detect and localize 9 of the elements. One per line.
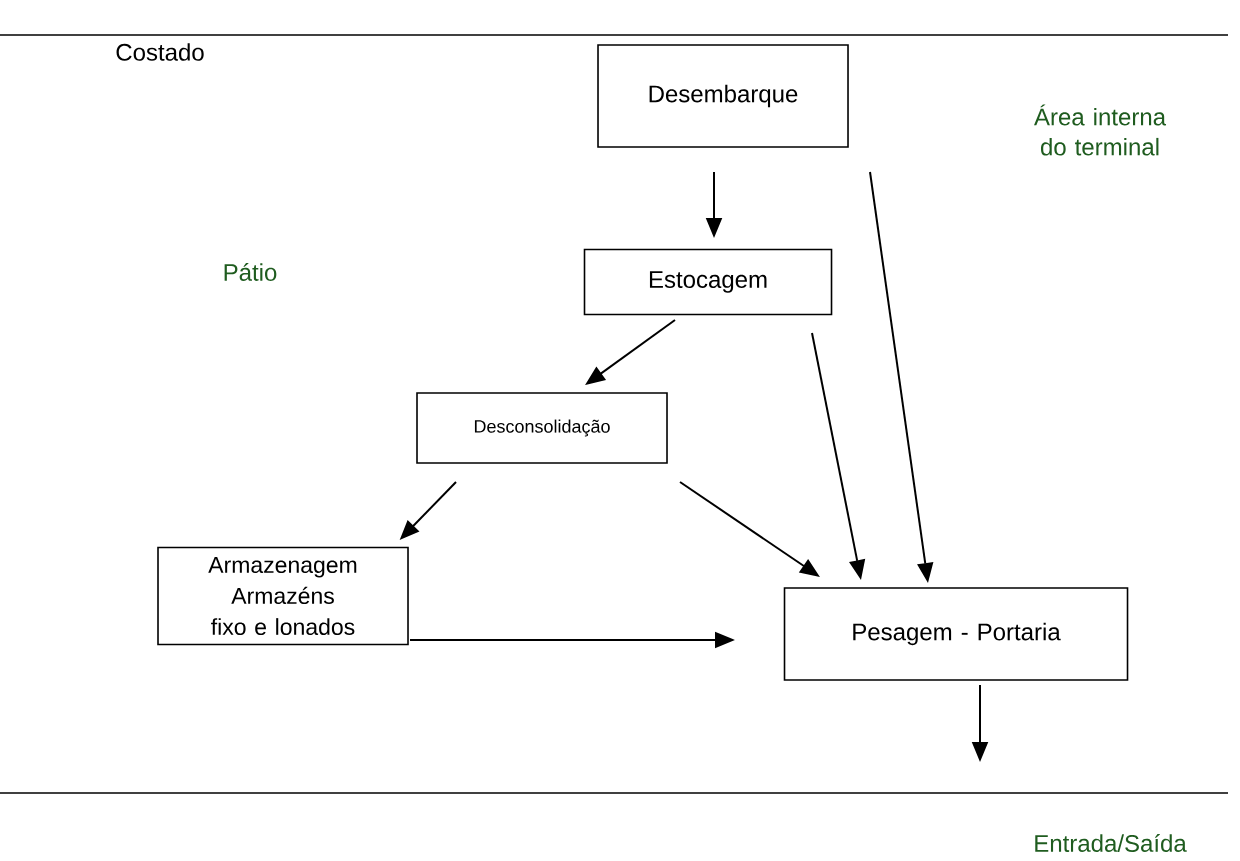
- process-box: Estocagem: [583, 248, 833, 316]
- area-label: Entrada/Saída: [1035, 834, 1187, 852]
- area-label: Pátio: [224, 263, 277, 281]
- process-box: Pesagem - Portaria: [783, 587, 1129, 681]
- process-box: Desconsolidação: [416, 392, 668, 464]
- area-label: Área interna do terminal: [1034, 104, 1166, 156]
- area-label: Costado: [116, 43, 204, 61]
- process-box: Armazenagem Armazéns fixo e lonados: [157, 546, 409, 646]
- process-box: Desembarque: [597, 44, 849, 148]
